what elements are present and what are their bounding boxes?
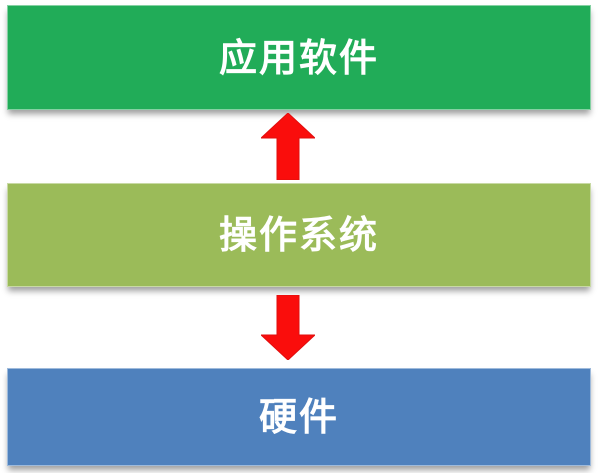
operating-system-label: 操作系统 <box>218 213 379 257</box>
application-software-label: 应用软件 <box>218 35 379 80</box>
layer-application-software: 应用软件 <box>7 5 591 110</box>
up-arrow-icon <box>261 113 315 180</box>
layer-operating-system: 操作系统 <box>7 183 591 287</box>
layer-hardware: 硬件 <box>7 368 591 466</box>
hardware-label: 硬件 <box>258 395 339 439</box>
down-arrow-icon <box>261 295 315 360</box>
